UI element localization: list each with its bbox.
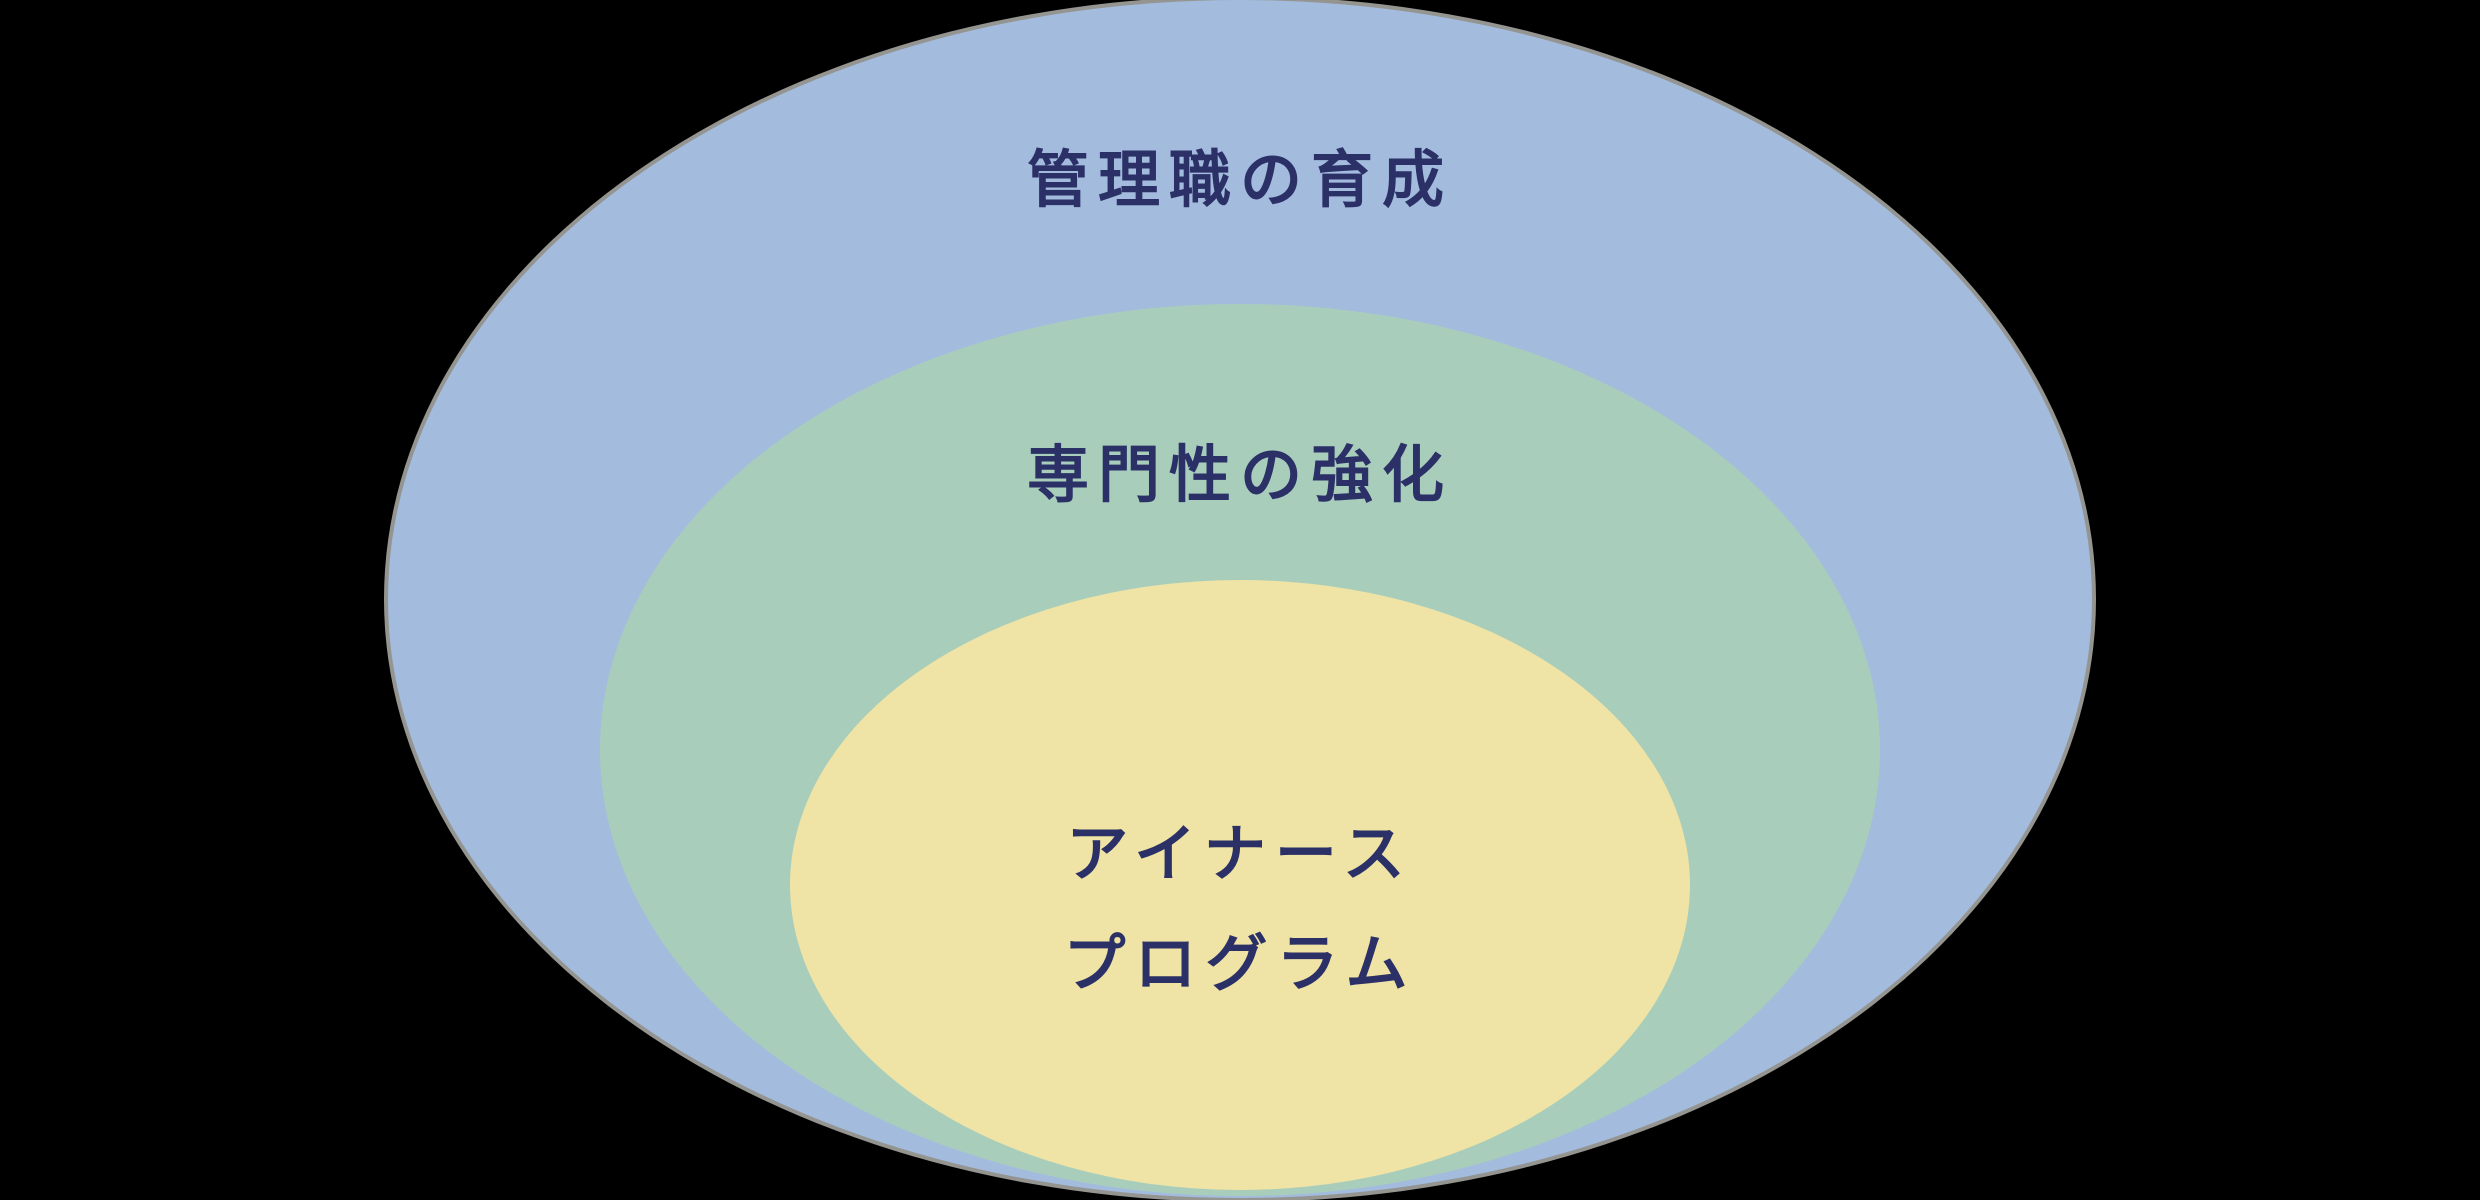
inner-ring-label-line1: アイナース: [1066, 820, 1414, 889]
inner-ellipse-inurse-program: [790, 580, 1690, 1190]
outer-ring-label: 管理職の育成: [1026, 146, 1453, 215]
inner-ring-label-line2: プログラム: [1063, 930, 1417, 999]
middle-ring-label: 専門性の強化: [1026, 441, 1453, 510]
